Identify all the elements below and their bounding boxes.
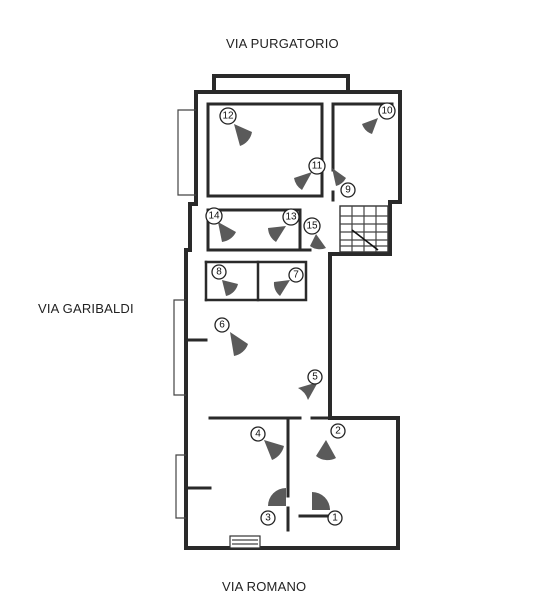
camera-marker-8: 8 bbox=[211, 264, 238, 296]
camera-label-9: 9 bbox=[345, 185, 351, 196]
camera-label-5: 5 bbox=[312, 372, 318, 383]
camera-marker-12: 12 bbox=[219, 107, 252, 146]
camera-marker-1: 1 bbox=[312, 492, 343, 526]
window-bays bbox=[173, 109, 196, 519]
camera-label-2: 2 bbox=[335, 426, 341, 437]
camera-label-8: 8 bbox=[216, 267, 222, 278]
camera-label-6: 6 bbox=[219, 320, 225, 331]
camera-label-4: 4 bbox=[255, 429, 261, 440]
camera-marker-14: 14 bbox=[205, 207, 236, 242]
camera-marker-11: 11 bbox=[294, 157, 326, 190]
camera-label-12: 12 bbox=[222, 111, 234, 122]
camera-markers: 1 2 3 4 5 6 7 bbox=[205, 102, 396, 526]
camera-label-7: 7 bbox=[293, 270, 299, 281]
camera-marker-13: 13 bbox=[268, 208, 300, 242]
camera-label-15: 15 bbox=[306, 221, 318, 232]
camera-label-14: 14 bbox=[208, 211, 220, 222]
camera-marker-4: 4 bbox=[250, 426, 284, 460]
camera-marker-6: 6 bbox=[214, 317, 248, 356]
camera-label-3: 3 bbox=[265, 513, 271, 524]
camera-marker-7: 7 bbox=[273, 267, 304, 296]
entrance-steps bbox=[229, 535, 261, 549]
street-label-via-purgatorio: VIA PURGATORIO bbox=[226, 36, 339, 51]
camera-label-10: 10 bbox=[381, 106, 393, 117]
camera-label-13: 13 bbox=[285, 212, 297, 223]
camera-marker-9: 9 bbox=[332, 168, 356, 198]
camera-marker-3: 3 bbox=[260, 488, 286, 526]
camera-marker-15: 15 bbox=[303, 217, 326, 250]
camera-marker-2: 2 bbox=[316, 423, 346, 461]
camera-label-1: 1 bbox=[332, 513, 338, 524]
street-label-via-garibaldi: VIA GARIBALDI bbox=[38, 301, 134, 316]
street-label-via-romano: VIA ROMANO bbox=[222, 579, 307, 594]
staircase bbox=[339, 205, 389, 253]
camera-label-11: 11 bbox=[312, 161, 323, 172]
camera-marker-10: 10 bbox=[362, 102, 396, 134]
outer-walls bbox=[184, 74, 402, 550]
camera-marker-5: 5 bbox=[298, 369, 323, 400]
interior-walls bbox=[184, 102, 394, 532]
